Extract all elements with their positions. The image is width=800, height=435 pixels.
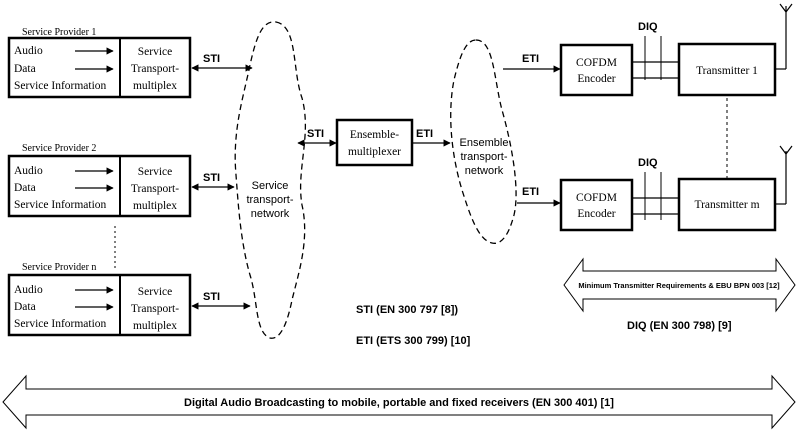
ensemble-mux-label-2: multiplexer bbox=[348, 146, 401, 158]
double-arrow-outline bbox=[2, 374, 796, 430]
mux-label-3: multiplex bbox=[133, 80, 177, 92]
antenna-icon-arm bbox=[785, 145, 793, 155]
network-label-3: network bbox=[465, 165, 504, 177]
transmission-chain-m: ETI COFDM Encoder DIQ Transmitter m bbox=[517, 145, 793, 232]
cofdm-encoder-box bbox=[559, 178, 634, 232]
service-information-label: Service Information bbox=[14, 318, 107, 330]
service-provider-n: Service Provider n Audio Data Service In… bbox=[7, 262, 251, 337]
audio-label: Audio bbox=[14, 165, 43, 177]
network-label-1: Service bbox=[252, 180, 289, 192]
antenna-icon-arm bbox=[779, 3, 787, 13]
network-cloud-outline bbox=[450, 39, 517, 244]
service-information-label: Service Information bbox=[14, 199, 107, 211]
mux-label-1: Service bbox=[138, 46, 172, 58]
eti-standard-label: ETI (ETS 300 799) [10] bbox=[356, 335, 471, 347]
ensemble-transport-network: Ensemble transport- network bbox=[450, 39, 517, 244]
transmitter-label: Transmitter 1 bbox=[696, 65, 758, 77]
network-label-1: Ensemble bbox=[460, 137, 509, 149]
data-label: Data bbox=[14, 63, 36, 75]
service-transport-network: Service transport- network bbox=[234, 21, 307, 339]
eti-label: ETI bbox=[522, 53, 539, 65]
transmission-chain-1: ETI COFDM Encoder DIQ Transmitter 1 bbox=[503, 3, 793, 97]
provider-title: Service Provider 2 bbox=[22, 143, 96, 154]
dab-system-scope: Digital Audio Broadcasting to mobile, po… bbox=[2, 374, 796, 430]
audio-label: Audio bbox=[14, 284, 43, 296]
service-provider-2: Service Provider 2 Audio Data Service In… bbox=[7, 143, 235, 218]
mux-label-3: multiplex bbox=[133, 320, 177, 332]
diq-label: DIQ bbox=[638, 21, 658, 33]
network-label-2: transport- bbox=[460, 151, 507, 163]
ensemble-mux-box bbox=[335, 118, 414, 167]
diq-standard-label: DIQ (EN 300 798) [9] bbox=[627, 320, 732, 332]
provider-box bbox=[7, 154, 192, 218]
sti-standard-label: STI (EN 300 797 [8]) bbox=[356, 304, 458, 316]
sti-label: STI bbox=[203, 53, 220, 65]
ensemble-multiplexer: STI Ensemble- multiplexer ETI bbox=[297, 118, 451, 167]
service-information-label: Service Information bbox=[14, 80, 107, 92]
encoder-label-1: COFDM bbox=[576, 57, 617, 69]
provider-title: Service Provider 1 bbox=[22, 27, 96, 38]
encoder-label-2: Encoder bbox=[577, 73, 615, 85]
encoder-label-1: COFDM bbox=[576, 192, 617, 204]
transmitter-requirements-label: Minimum Transmitter Requirements & EBU B… bbox=[578, 281, 780, 290]
mux-label-1: Service bbox=[138, 166, 172, 178]
transmitter-requirements-scope: Minimum Transmitter Requirements & EBU B… bbox=[563, 257, 796, 313]
network-cloud-outline bbox=[234, 21, 307, 339]
antenna-icon-arm bbox=[785, 3, 793, 13]
double-arrow-outline bbox=[563, 257, 796, 313]
service-provider-1: Service Provider 1 Audio Data Service In… bbox=[7, 27, 253, 99]
network-label-3: network bbox=[251, 208, 290, 220]
eti-label: ETI bbox=[522, 186, 539, 198]
transmitter-label: Transmitter m bbox=[694, 199, 759, 211]
provider-box bbox=[7, 273, 192, 337]
mux-label-1: Service bbox=[138, 286, 172, 298]
mux-label-3: multiplex bbox=[133, 200, 177, 212]
cofdm-encoder-box bbox=[559, 43, 634, 97]
diq-label: DIQ bbox=[638, 157, 658, 169]
encoder-label-2: Encoder bbox=[577, 208, 615, 220]
dab-scope-label: Digital Audio Broadcasting to mobile, po… bbox=[184, 397, 614, 409]
sti-label: STI bbox=[203, 291, 220, 303]
provider-box bbox=[7, 36, 192, 99]
mux-label-2: Transport- bbox=[131, 63, 179, 75]
provider-title: Service Provider n bbox=[22, 262, 96, 273]
data-label: Data bbox=[14, 182, 36, 194]
audio-label: Audio bbox=[14, 45, 43, 57]
mux-label-2: Transport- bbox=[131, 183, 179, 195]
data-label: Data bbox=[14, 301, 36, 313]
sti-label: STI bbox=[307, 128, 324, 140]
sti-label: STI bbox=[203, 172, 220, 184]
ensemble-mux-label-1: Ensemble- bbox=[350, 129, 399, 141]
network-label-2: transport- bbox=[246, 194, 293, 206]
mux-label-2: Transport- bbox=[131, 303, 179, 315]
eti-label: ETI bbox=[416, 128, 433, 140]
antenna-icon-arm bbox=[779, 145, 787, 155]
